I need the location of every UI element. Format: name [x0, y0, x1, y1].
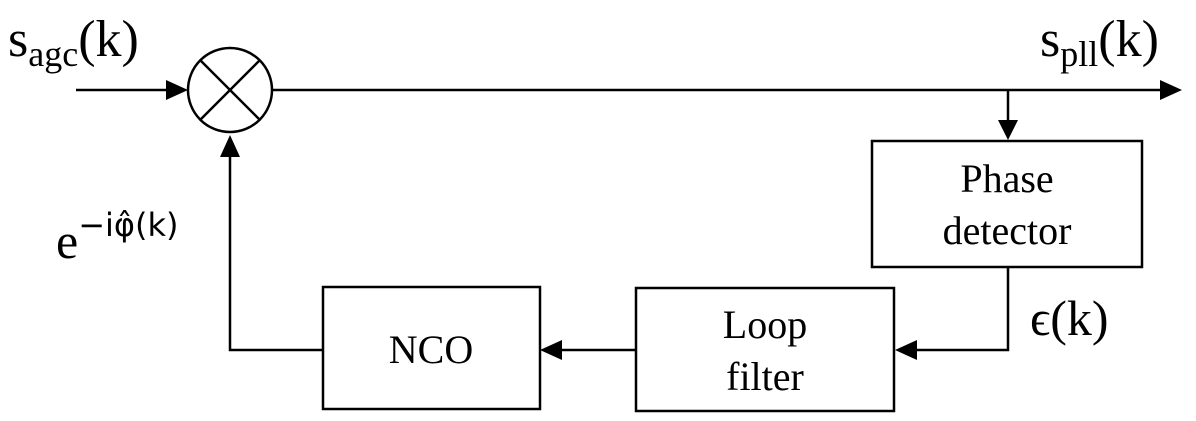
- loop-filter-label-line2: filter: [726, 354, 804, 399]
- error-signal-label: ϵ(k): [1030, 290, 1109, 346]
- phase-detector-block: Phase detector: [870, 139, 1144, 269]
- feedback-arrow: [220, 135, 323, 352]
- nco-block: NCO: [321, 285, 542, 411]
- filter-to-nco-arrow: [540, 340, 636, 360]
- output-arrow: [272, 80, 1182, 100]
- tap-to-phase-detector-arrow: [998, 90, 1018, 140]
- feedback-signal-label: e−iφ̂(k): [56, 206, 179, 269]
- loop-filter-label-line1: Loop: [723, 302, 807, 347]
- input-arrow: [76, 80, 188, 100]
- output-signal-label: spll(k): [1040, 11, 1159, 74]
- loop-filter-block: Loop filter: [634, 286, 896, 413]
- nco-label: NCO: [389, 327, 473, 372]
- phase-detector-label-line1: Phase: [960, 156, 1053, 201]
- input-signal-label: sagc(k): [8, 11, 139, 74]
- error-signal-arrow: [895, 267, 1010, 360]
- mixer-multiplier-icon: [186, 46, 274, 134]
- phase-detector-label-line2: detector: [943, 208, 1072, 253]
